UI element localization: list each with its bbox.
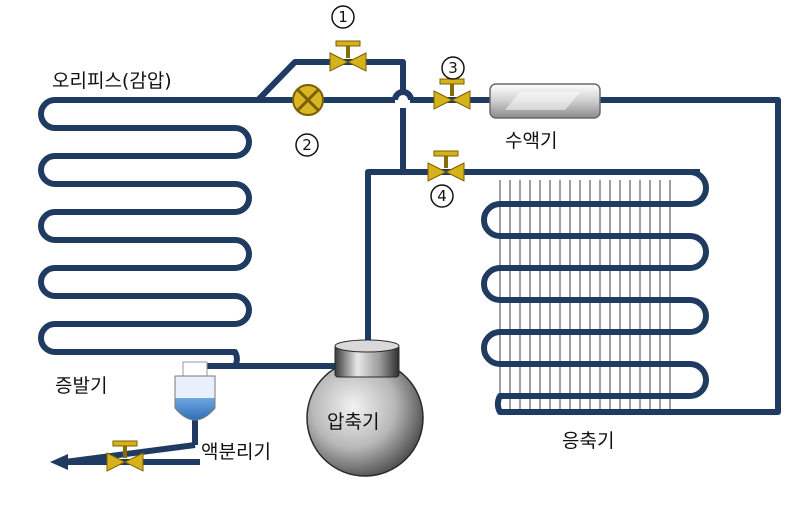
marker-4: 4 [430, 184, 454, 208]
marker-2: 2 [295, 133, 319, 157]
receiver-tank [489, 83, 601, 119]
outlet-arrow [50, 454, 68, 470]
condenser-coil [481, 169, 709, 415]
evaporator-coil [38, 97, 340, 369]
receiver-label: 수액기 [505, 130, 557, 152]
accumulator [174, 361, 216, 421]
outlet-valve [106, 440, 144, 472]
valve-3 [433, 78, 471, 110]
compressor [306, 339, 424, 477]
compressor-label: 압축기 [327, 411, 379, 433]
marker-3-text: 3 [448, 59, 458, 77]
condenser-fins [499, 180, 671, 410]
marker-3: 3 [441, 56, 465, 80]
marker-1-text: 1 [338, 8, 348, 26]
valve-1 [329, 40, 367, 72]
valve-4 [427, 150, 465, 182]
marker-2-text: 2 [302, 136, 312, 154]
bypass-piping [64, 59, 781, 465]
orifice-label: 오리피스(감압) [52, 70, 172, 92]
accumulator-label: 액분리기 [201, 441, 271, 463]
orifice-valve-symbol [292, 84, 324, 116]
condenser-label: 응축기 [562, 430, 614, 452]
marker-1: 1 [331, 5, 355, 29]
evaporator-label: 증발기 [55, 375, 107, 397]
marker-4-text: 4 [437, 187, 447, 205]
pipe-crossover [392, 89, 414, 101]
